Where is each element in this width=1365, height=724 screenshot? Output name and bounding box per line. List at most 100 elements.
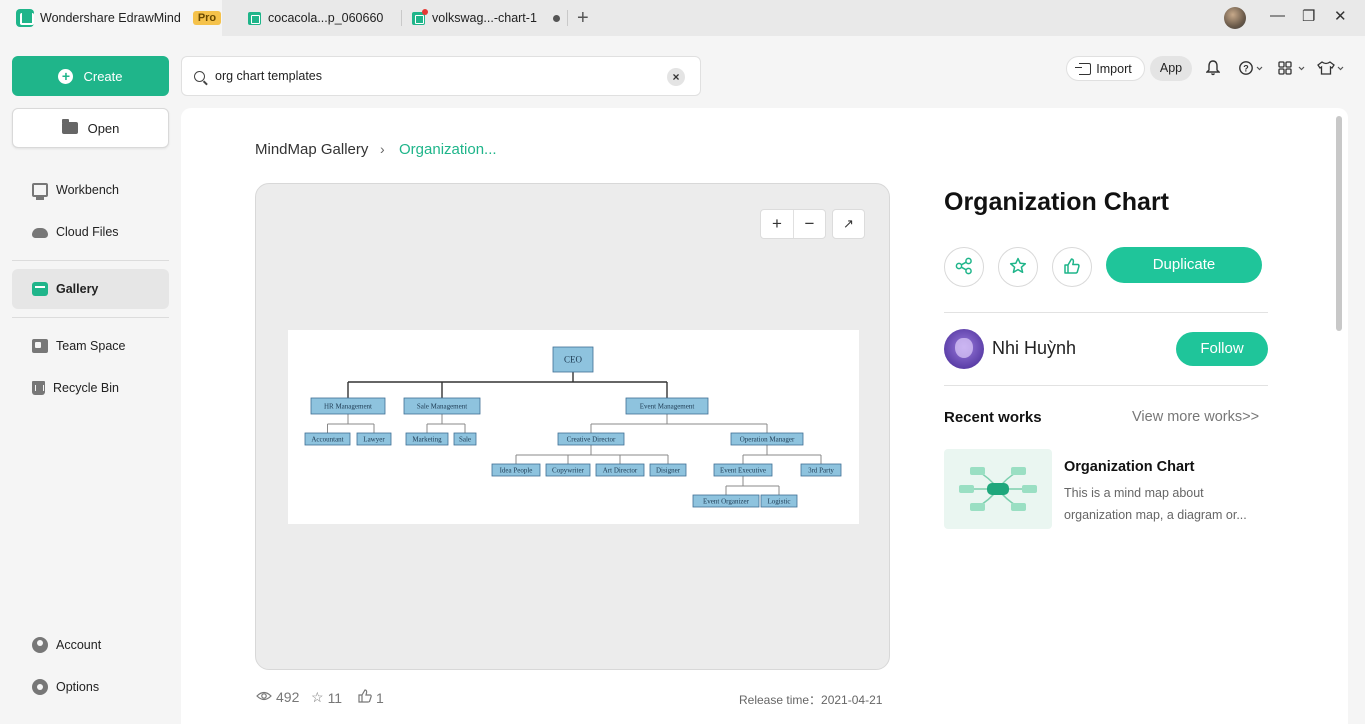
sidebar-item-label: Gallery [56,282,99,296]
divider [944,312,1268,313]
org-node-box [595,463,645,477]
recent-work-title[interactable]: Organization Chart [1064,459,1195,475]
create-label: Create [83,68,123,84]
author-name[interactable]: Nhi Huỳnh [992,338,1077,358]
import-button[interactable]: Import [1066,56,1145,81]
duplicate-button[interactable]: Duplicate [1106,247,1262,283]
tab-document-1[interactable]: cocacola...p_060660 [248,0,383,36]
org-node-box [713,463,773,477]
document-icon [412,8,428,25]
org-node-marketing: Marketing [405,432,449,446]
org-node-label: CEO [564,355,583,365]
sidebar-item-team-space[interactable]: Team Space [12,326,169,366]
org-node-box [760,494,798,508]
help-icon[interactable]: ? [1239,60,1263,79]
sidebar-item-gallery[interactable]: Gallery [12,269,169,309]
app-name: Wondershare EdrawMind [40,11,181,25]
open-label: Open [87,120,120,136]
author-avatar[interactable] [944,329,984,369]
sidebar-item-label: Workbench [56,183,119,197]
org-node-box [625,397,709,415]
org-connector [590,414,768,433]
org-node-logistic: Logistic [760,494,798,508]
view-more-works-link[interactable]: View more works>> [1132,409,1260,425]
shirt-theme-icon[interactable] [1317,60,1347,79]
thumbs-up-icon [1063,257,1081,278]
org-node-box [552,346,594,373]
org-node-box [304,432,351,446]
sidebar-item-cloud-files[interactable]: Cloud Files [12,212,169,252]
org-connector [327,414,375,433]
unsaved-dot-icon[interactable] [552,14,560,22]
org-connector [515,445,669,464]
sidebar-item-options[interactable]: Options [12,667,169,707]
org-node-lawyer: Lawyer [356,432,392,446]
create-button[interactable]: + Create [12,56,169,96]
user-avatar[interactable] [1224,7,1246,29]
eye-icon [256,689,272,705]
clear-search-icon[interactable]: × [667,68,685,86]
org-node-label: HR Management [324,402,372,410]
follow-button[interactable]: Follow [1176,332,1268,366]
org-node-box [730,432,804,446]
app-button[interactable]: App [1150,56,1192,81]
breadcrumb-current: Organization... [399,141,497,158]
org-node-box [557,432,625,446]
search-icon [194,70,205,82]
tab-home[interactable]: Wondershare EdrawMind Pro [0,0,222,36]
recent-work-description: This is a mind map about organization ma… [1064,486,1247,522]
org-node-box [800,463,842,477]
like-button[interactable] [1052,247,1092,287]
tab-label: cocacola...p_060660 [268,11,384,25]
minimize-icon[interactable]: — [1270,7,1285,24]
org-node-sale: Sale Management [403,397,481,415]
org-node-label: Art Director [603,466,638,474]
scrollbar[interactable] [1336,116,1342,331]
team-space-icon [32,339,48,353]
fullscreen-expand-icon[interactable]: ↗ [832,209,865,239]
org-node-idea: Idea People [491,463,541,477]
org-node-label: Logistic [768,497,791,505]
tab-document-2[interactable]: volkswag...-chart-1 [412,0,560,36]
org-node-art: Art Director [595,463,645,477]
sidebar-divider [12,317,169,318]
org-node-label: Sale Management [417,402,467,410]
org-node-label: 3rd Party [808,466,834,474]
star-icon: ☆ [311,689,324,705]
tab-divider [401,10,402,26]
search-input[interactable] [215,69,645,83]
recent-work-thumbnail[interactable] [944,449,1052,529]
import-icon [1075,62,1092,75]
sidebar-item-label: Recycle Bin [53,381,119,395]
org-node-box [356,432,392,446]
notification-bell-icon[interactable] [1205,60,1221,79]
sidebar-item-account[interactable]: Account [12,625,169,665]
open-button[interactable]: Open [12,108,169,148]
org-node-copy: Copywriter [545,463,591,477]
org-node-box [491,463,541,477]
star-outline-icon [1009,257,1027,278]
org-node-opmgr: Operation Manager [730,432,804,446]
new-tab-plus-icon[interactable]: + [577,7,589,29]
stars-count: 11 [327,689,343,706]
sidebar-item-workbench[interactable]: Workbench [12,170,169,210]
org-node-label: Accountant [311,435,343,443]
zoom-in-icon[interactable]: + [772,214,782,233]
document-icon [248,11,261,25]
breadcrumb-root[interactable]: MindMap Gallery [255,141,369,158]
apps-grid-icon[interactable] [1278,60,1308,79]
restore-icon[interactable]: ❐ [1302,8,1316,25]
sidebar-item-recycle-bin[interactable]: Recycle Bin [12,368,169,408]
favorite-button[interactable] [998,247,1038,287]
close-icon[interactable]: ✕ [1334,8,1347,25]
org-node-box [453,432,477,446]
org-node-event: Event Management [625,397,709,415]
zoom-out-icon[interactable]: − [792,210,825,238]
org-node-label: Event Executive [720,466,766,474]
views-stat: 492 [256,689,299,705]
org-node-creative: Creative Director [557,432,625,446]
share-button[interactable] [944,247,984,287]
org-node-evorg: Event Organizer [692,494,760,508]
org-node-evexec: Event Executive [713,463,773,477]
org-node-label: Marketing [412,435,442,443]
